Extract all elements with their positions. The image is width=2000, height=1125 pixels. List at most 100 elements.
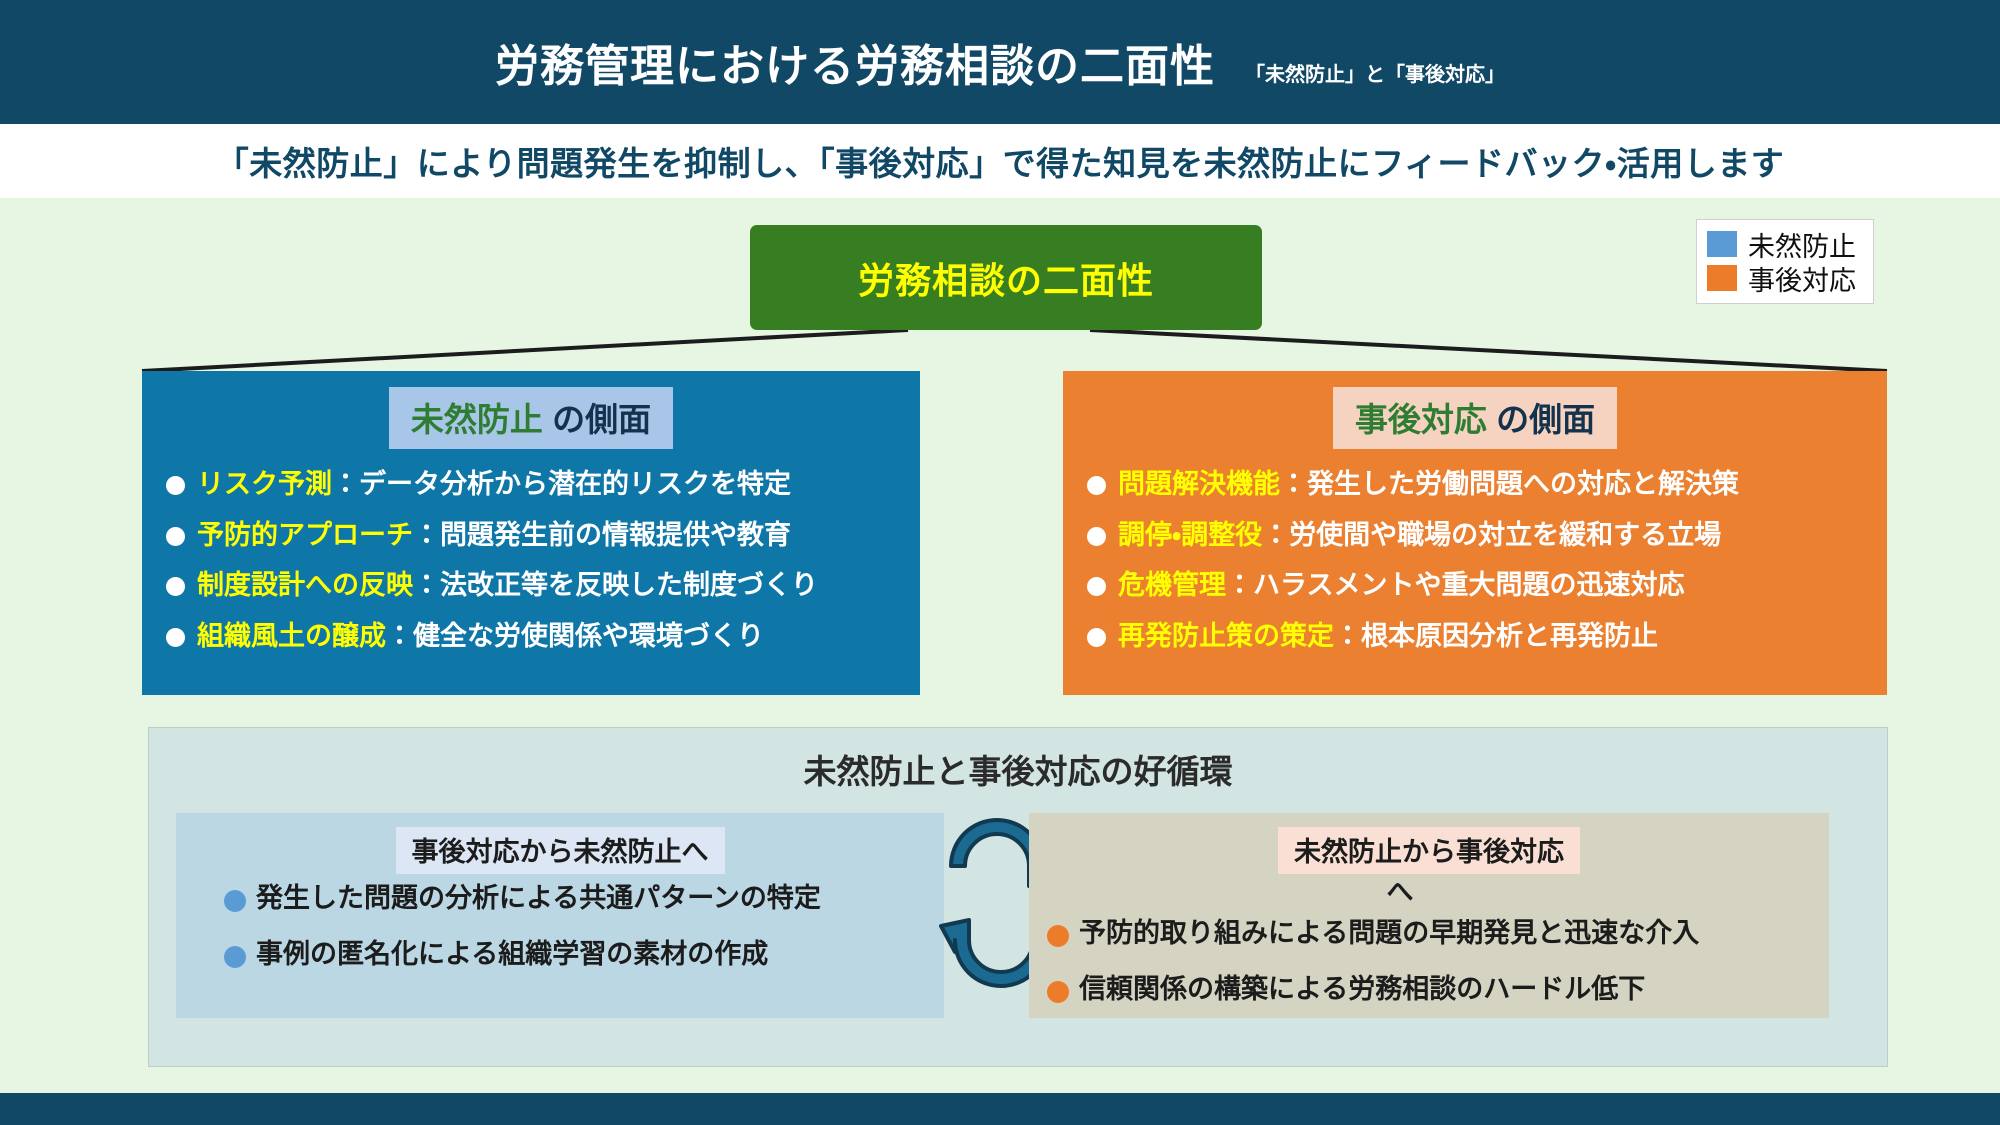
panel-prevention-list: リスク予測：データ分析から潜在的リスクを特定 予防的アプローチ：問題発生前の情報…: [162, 467, 900, 653]
list-item: 組織風土の醸成：健全な労使関係や環境づくり: [162, 619, 900, 654]
list-item-description: 問題発生前の情報提供や教育: [440, 519, 791, 550]
cycle-section-title: 未然防止と事後対応の好循環: [803, 753, 1233, 790]
subtitle-band: 「未然防止」により問題発生を抑制し、「事後対応」で得た知見を未然防止にフィードバ…: [0, 124, 2000, 198]
list-item: 信頼関係の構築による労務相談のハードル低下: [1047, 973, 1811, 1007]
list-item-keyword: 調停・調整役: [1118, 519, 1263, 550]
legend-item-prevention: 未然防止: [1707, 227, 1863, 262]
panel-reaction-list: 問題解決機能：発生した労働問題への対応と解決策 調停・調整役：労使間や職場の対立…: [1083, 467, 1867, 653]
list-item-separator: ：: [413, 570, 440, 601]
cycle-card-right-list: 予防的取り組みによる問題の早期発見と迅速な介入 信頼関係の構築による労務相談のハ…: [1047, 917, 1811, 1007]
list-item: 問題解決機能：発生した労働問題への対応と解決策: [1083, 467, 1867, 502]
cycle-arrow-bottom: [939, 918, 1049, 988]
list-item-text: 予防的アプローチ：問題発生前の情報提供や教育: [197, 518, 791, 553]
list-item: 事例の匿名化による組織学習の素材の作成: [224, 938, 926, 972]
list-item-separator: ：: [413, 519, 440, 550]
list-item-text: 組織風土の醸成：健全な労使関係や環境づくり: [197, 619, 764, 654]
list-item-text: 制度設計への反映：法改正等を反映した制度づくり: [197, 568, 818, 603]
list-item-description: 発生した労働問題への対応と解決策: [1307, 469, 1739, 499]
bullet-dot-icon: [1047, 980, 1069, 1003]
panel-prevention: 未然防止 の側面 リスク予測：データ分析から潜在的リスクを特定 予防的アプローチ…: [142, 371, 920, 695]
list-item-text: 信頼関係の構築による労務相談のハードル低下: [1079, 973, 1646, 1004]
bullet-dot-icon: [1087, 577, 1106, 597]
legend: 未然防止 事後対応: [1696, 219, 1874, 304]
list-item-keyword: 問題解決機能: [1118, 469, 1280, 499]
list-item-separator: ：: [1334, 620, 1361, 651]
panel-prevention-header-rest: の側面: [542, 401, 652, 438]
cycle-card-right-header: 未然防止から事後対応 へ: [1047, 827, 1811, 909]
bullet-dot-icon: [224, 890, 246, 912]
bullet-dot-icon: [166, 476, 185, 495]
legend-swatch-orange-icon: [1707, 265, 1737, 291]
list-item: 危機管理：ハラスメントや重大問題の迅速対応: [1083, 568, 1867, 603]
list-item-separator: ：: [1280, 469, 1307, 499]
list-item-keyword: 危機管理: [1118, 570, 1226, 601]
list-item: 調停・調整役：労使間や職場の対立を緩和する立場: [1083, 518, 1867, 553]
list-item-text: 事例の匿名化による組織学習の素材の作成: [256, 938, 769, 969]
legend-label-reaction: 事後対応: [1748, 265, 1856, 296]
list-item-text: 調停・調整役：労使間や職場の対立を緩和する立場: [1118, 518, 1721, 553]
header-bar: 労務管理における労務相談の二面性 「未然防止」と「事後対応」: [0, 0, 2000, 124]
list-item-keyword: 制度設計への反映: [197, 570, 413, 601]
list-item-text: 予防的取り組みによる問題の早期発見と迅速な介入: [1079, 918, 1700, 948]
connector-line-right: [1089, 328, 1888, 373]
list-item: リスク予測：データ分析から潜在的リスクを特定: [162, 467, 900, 502]
footer-bar: [0, 1093, 2000, 1125]
list-item-description: 労使間や職場の対立を緩和する立場: [1289, 519, 1722, 550]
legend-item-reaction: 事後対応: [1707, 261, 1863, 296]
list-item-text: 再発防止策の策定：根本原因分析と再発防止: [1118, 619, 1658, 654]
bullet-dot-icon: [1087, 627, 1106, 647]
panel-reaction-header-band: 事後対応 の側面: [1332, 387, 1618, 449]
legend-swatch-blue-icon: [1707, 231, 1737, 257]
panel-reaction-header-rest: の側面: [1486, 401, 1596, 438]
list-item-separator: ：: [1226, 570, 1253, 601]
list-item-separator: ：: [1262, 519, 1290, 550]
cycle-card-right-header-overflow: へ: [1386, 877, 1414, 907]
panel-reaction-header-keyword: 事後対応: [1354, 401, 1487, 438]
list-item-text: 問題解決機能：発生した労働問題への対応と解決策: [1118, 467, 1739, 502]
list-item-text: 発生した問題の分析による共通パターンの特定: [256, 883, 821, 913]
list-item-keyword: 組織風土の醸成: [197, 620, 386, 651]
list-item: 予防的アプローチ：問題発生前の情報提供や教育: [162, 518, 900, 553]
bullet-dot-icon: [1087, 526, 1106, 546]
header-subtitle-inline: 「未然防止」と「事後対応」: [1245, 64, 1505, 86]
page-title: 労務管理における労務相談の二面性: [495, 42, 1215, 91]
bullet-dot-icon: [1047, 925, 1069, 947]
center-concept-box: 労務相談の二面性: [750, 225, 1262, 330]
center-concept-label: 労務相談の二面性: [857, 259, 1154, 301]
list-item-keyword: リスク予測: [197, 469, 332, 499]
list-item-description: 法改正等を反映した制度づくり: [440, 570, 818, 601]
list-item-description: 根本原因分析と再発防止: [1361, 620, 1658, 651]
bullet-dot-icon: [224, 945, 246, 968]
cycle-card-reaction-to-prevention: 事後対応から未然防止へ 発生した問題の分析による共通パターンの特定 事例の匿名化…: [176, 813, 944, 1018]
list-item-keyword: 再発防止策の策定: [1118, 620, 1334, 651]
list-item-text: 危機管理：ハラスメントや重大問題の迅速対応: [1118, 568, 1684, 603]
list-item-separator: ：: [332, 469, 359, 499]
subtitle-text: 「未然防止」により問題発生を抑制し、「事後対応」で得た知見を未然防止にフィードバ…: [215, 145, 1785, 182]
list-item: 再発防止策の策定：根本原因分析と再発防止: [1083, 619, 1867, 654]
panel-reaction: 事後対応 の側面 問題解決機能：発生した労働問題への対応と解決策 調停・調整役：…: [1063, 371, 1887, 695]
list-item: 制度設計への反映：法改正等を反映した制度づくり: [162, 568, 900, 603]
list-item-text: リスク予測：データ分析から潜在的リスクを特定: [197, 467, 791, 502]
cycle-card-left-header: 事後対応から未然防止へ: [194, 827, 926, 874]
list-item-keyword: 予防的アプローチ: [197, 519, 413, 550]
panel-prevention-header-keyword: 未然防止: [410, 401, 543, 438]
cycle-card-prevention-to-reaction: 未然防止から事後対応 へ 予防的取り組みによる問題の早期発見と迅速な介入 信頼関…: [1029, 813, 1829, 1018]
header-inner: 労務管理における労務相談の二面性 「未然防止」と「事後対応」: [495, 30, 1505, 94]
legend-label-prevention: 未然防止: [1748, 231, 1856, 262]
list-item-description: データ分析から潜在的リスクを特定: [359, 469, 791, 499]
bullet-dot-icon: [166, 526, 185, 546]
list-item: 予防的取り組みによる問題の早期発見と迅速な介入: [1047, 917, 1811, 951]
cycle-section: 未然防止と事後対応の好循環 事後対応から未然防止へ 発生した問題の分析による共通…: [148, 727, 1888, 1067]
connector-line-left: [141, 328, 909, 373]
panel-reaction-header: 事後対応 の側面: [1083, 387, 1867, 449]
list-item-description: ハラスメントや重大問題の迅速対応: [1253, 570, 1685, 601]
bullet-dot-icon: [166, 577, 185, 597]
list-item: 発生した問題の分析による共通パターンの特定: [224, 882, 926, 916]
bullet-dot-icon: [1087, 476, 1106, 495]
list-item-separator: ：: [386, 620, 413, 651]
bullet-dot-icon: [166, 627, 185, 647]
cycle-card-left-list: 発生した問題の分析による共通パターンの特定 事例の匿名化による組織学習の素材の作…: [194, 882, 926, 972]
cycle-card-left-header-band: 事後対応から未然防止へ: [395, 827, 725, 874]
list-item-description: 健全な労使関係や環境づくり: [413, 620, 764, 651]
